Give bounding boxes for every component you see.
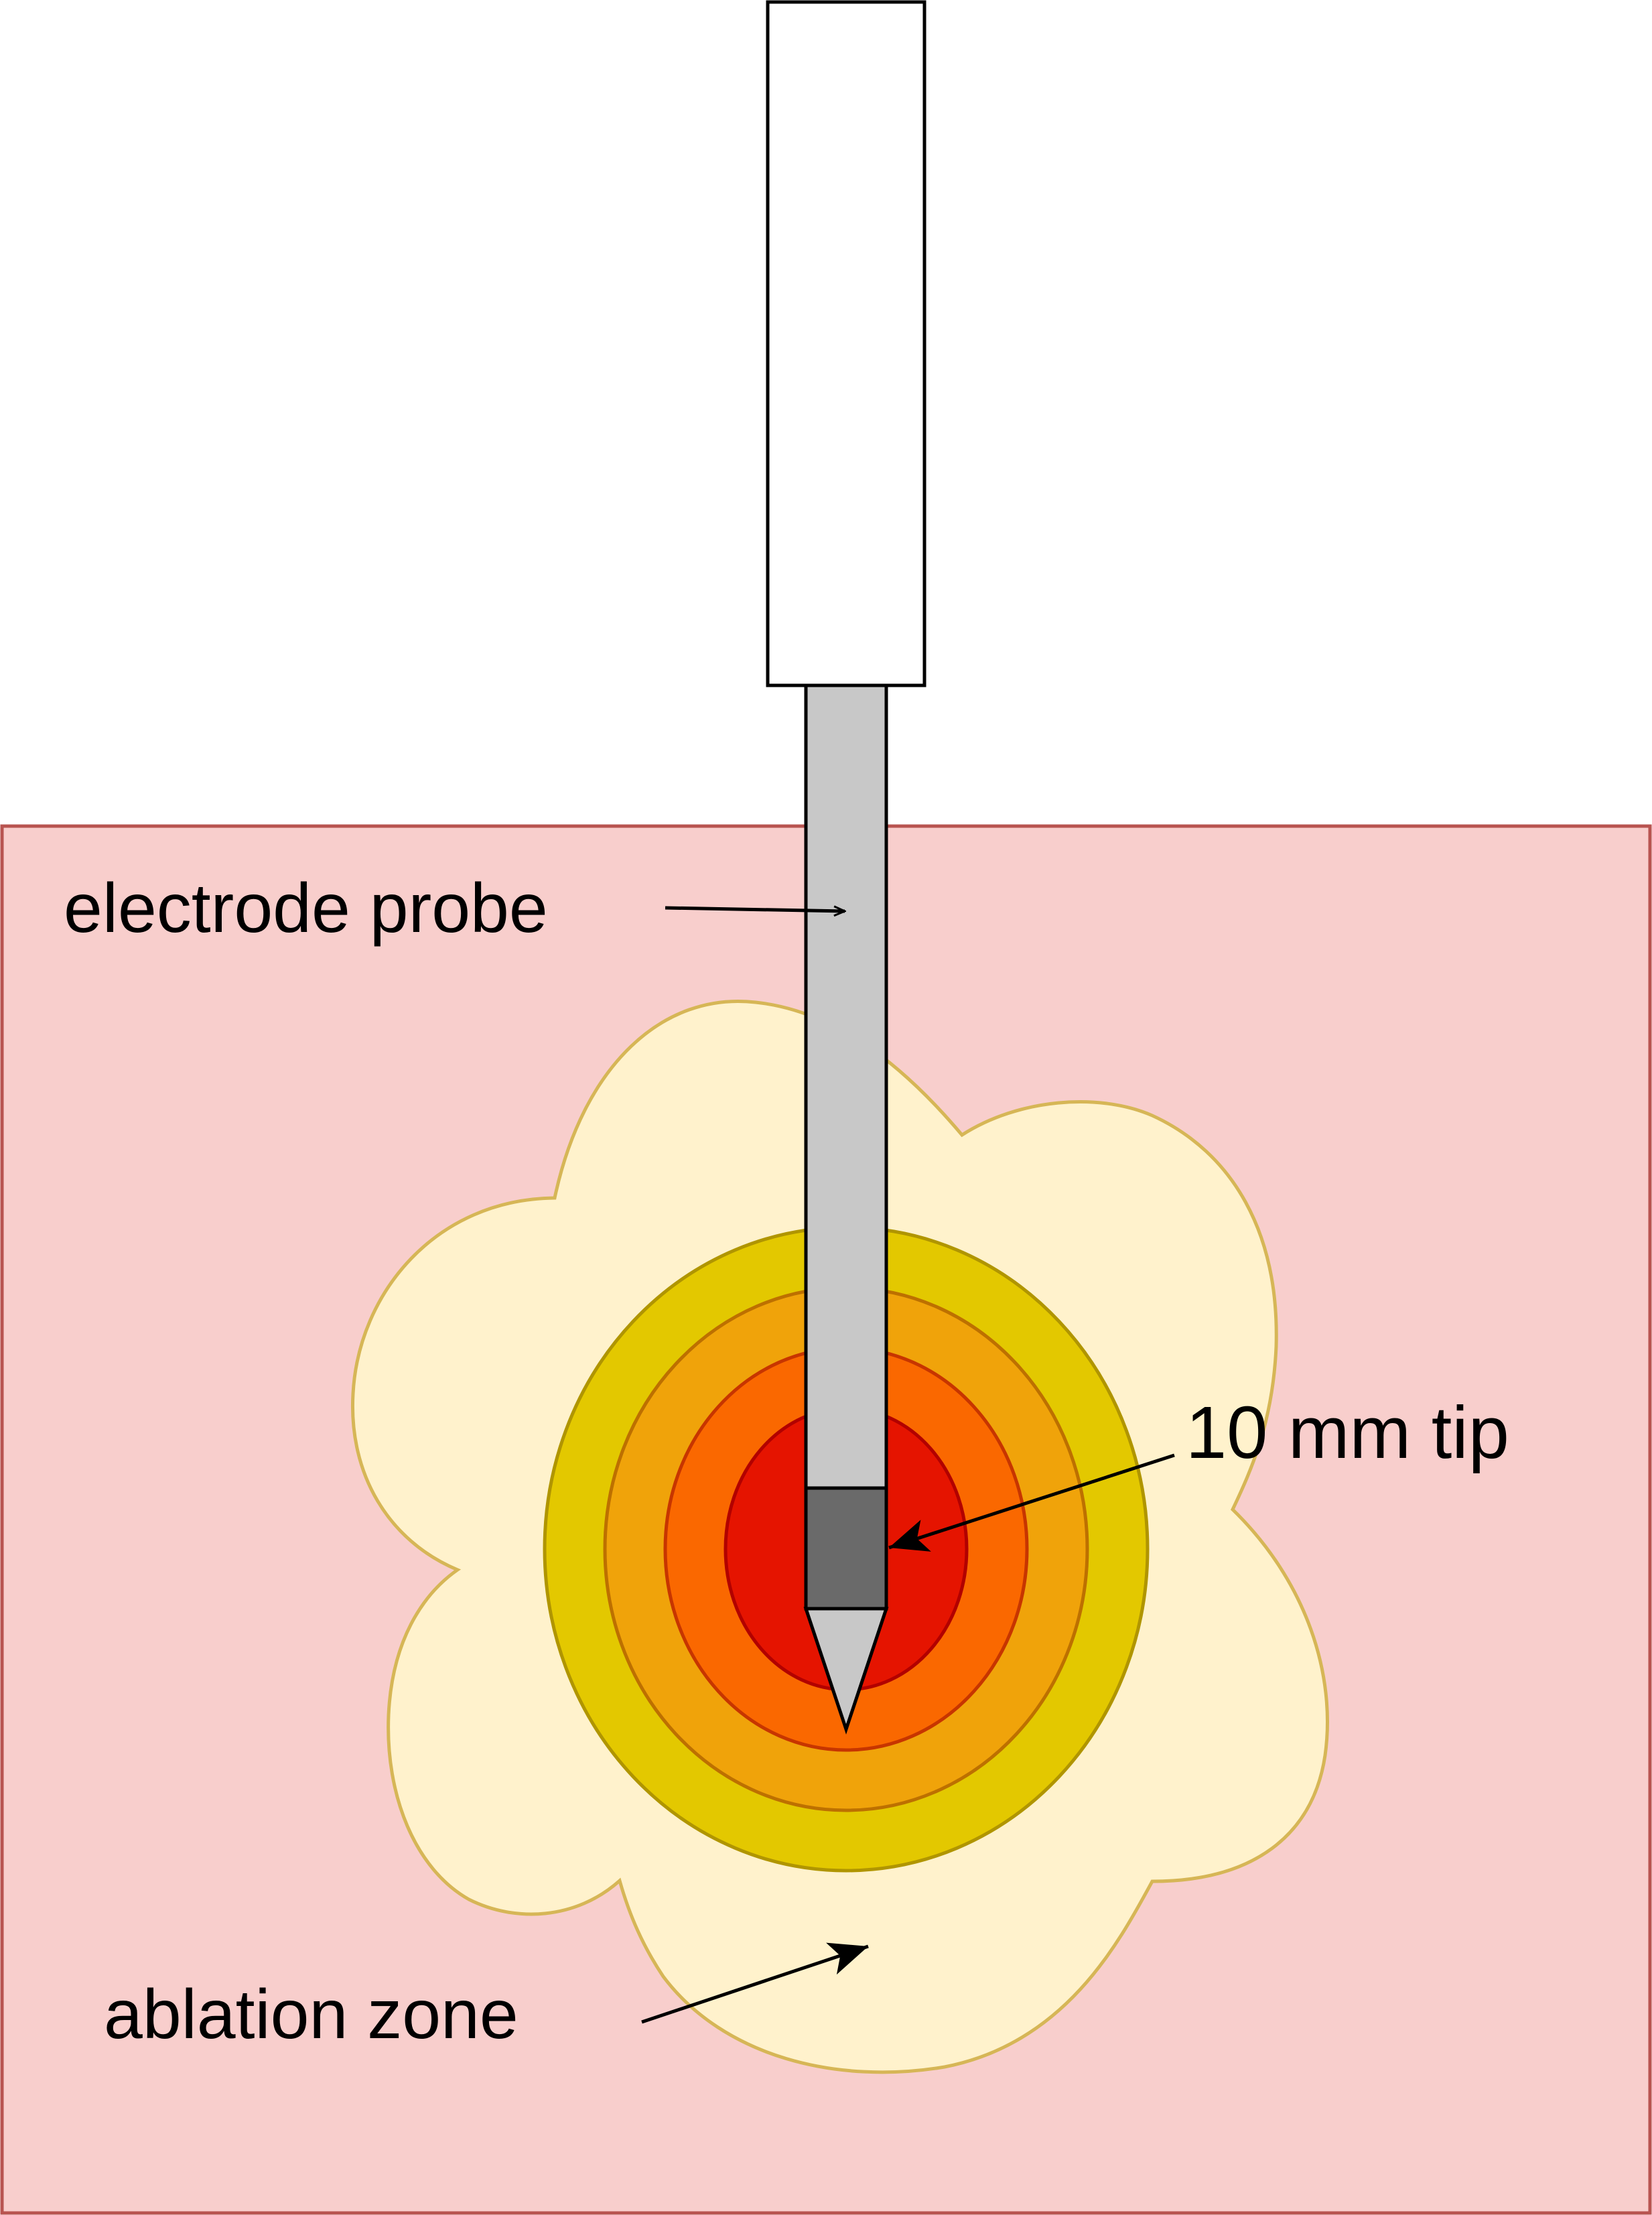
- probe-shaft: [804, 683, 888, 1490]
- ablation-zone-label: ablation zone: [104, 1976, 519, 2054]
- probe-active-tip: [804, 1486, 888, 1611]
- electrode-probe-arrow: [665, 908, 845, 911]
- probe-point: [803, 1607, 889, 1735]
- tip-arrow: [888, 1453, 1175, 1552]
- probe-handle: [766, 0, 926, 687]
- electrode-probe-label: electrode probe: [64, 870, 548, 947]
- ablation-zone-arrow: [641, 1942, 869, 2024]
- tip-label: 10 mm tip: [1186, 1392, 1509, 1474]
